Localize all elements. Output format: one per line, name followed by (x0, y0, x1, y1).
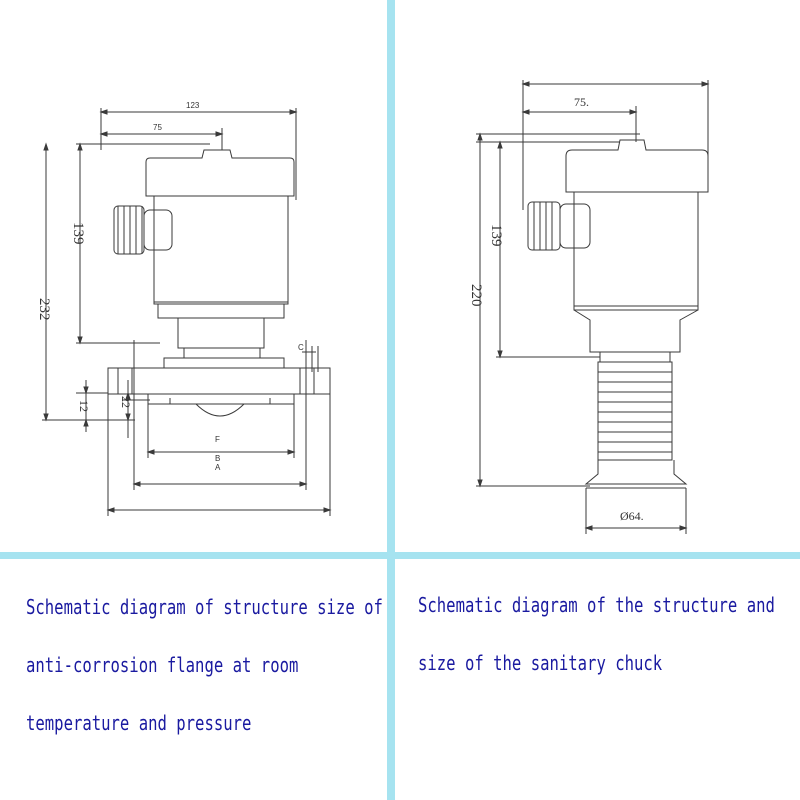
flange-caption: Schematic diagram of structure size of a… (26, 578, 383, 752)
vertical-divider (387, 0, 395, 800)
flange-level-transmitter-drawing: 123 75 139 232 12 22 C F B A (36, 101, 332, 516)
dim-75-label: 75 (153, 123, 162, 132)
dim-12-label: 12 (77, 400, 91, 412)
dim-139-label: 139 (488, 224, 504, 247)
flange-caption-line-1: Schematic diagram of structure size of (26, 595, 383, 619)
flange-caption-line-3: temperature and pressure (26, 711, 252, 735)
dim-123-label: 123 (186, 101, 200, 110)
dim-220-label: 220 (468, 284, 484, 307)
dim-c-label: C (298, 343, 304, 352)
dim-22-label: 22 (119, 396, 133, 408)
chuck-caption-line-2: size of the sanitary chuck (418, 651, 663, 675)
dim-b-label: B (215, 454, 220, 463)
chuck-caption: Schematic diagram of the structure and s… (418, 576, 775, 692)
dim-a-label: A (215, 463, 221, 472)
sanitary-chuck-transmitter-drawing: 75. 139 220 Ø64. (468, 80, 710, 534)
horizontal-divider (0, 552, 800, 559)
flange-caption-line-2: anti-corrosion flange at room (26, 653, 299, 677)
dim-232-label: 232 (36, 298, 52, 321)
dim-64-label: Ø64. (620, 509, 644, 523)
dim-f-label: F (215, 435, 220, 444)
dim-139-label: 139 (70, 222, 86, 245)
chuck-caption-line-1: Schematic diagram of the structure and (418, 593, 775, 617)
dim-75-label: 75. (574, 95, 589, 109)
